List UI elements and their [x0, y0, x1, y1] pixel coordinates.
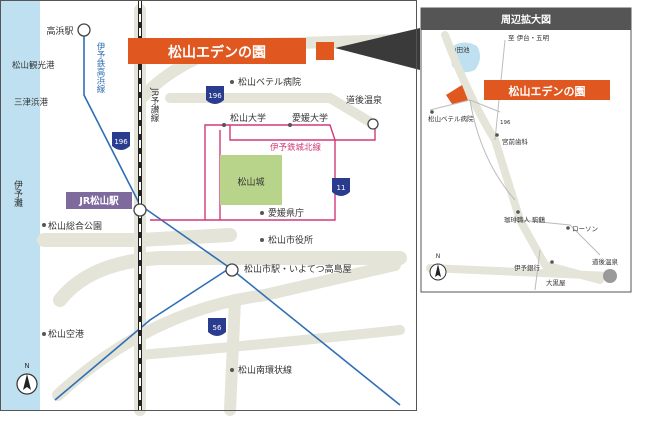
inset-brand-marker: [446, 85, 468, 104]
inset-dogo-marker: [603, 269, 617, 283]
inset-roads: [426, 31, 614, 284]
ehime-univ-label: 愛媛大学: [292, 112, 328, 124]
inset-place-dots: [430, 110, 570, 264]
kanko-port-label: 松山観光港: [12, 60, 55, 71]
bethel-hospital-label: 松山ベテル病院: [238, 76, 301, 88]
inset-brand-label: 松山エデンの園: [509, 84, 586, 98]
city-station-marker: [225, 263, 239, 277]
main-map: 松山城 196 196 11 56 高浜駅 JR松山駅 松山市駅: [0, 0, 420, 416]
inset-brand-banner: [484, 80, 610, 100]
route-shield-196-b: 196: [206, 86, 224, 104]
prefecture-office-label: 愛媛県庁: [268, 207, 304, 219]
inset-dogo-label: 道後温泉: [592, 257, 619, 266]
sogo-park-label: 松山総合公園: [48, 220, 102, 232]
inset-bethel-label: 松山ベテル病院: [428, 114, 474, 123]
dogo-station-marker: [367, 118, 379, 130]
inset-iyo-bank-label: 伊予銀行: [514, 263, 541, 272]
inset-lawson-label: ローソン: [572, 225, 598, 233]
mitsuhama-port-label: 三津浜港: [14, 97, 49, 108]
inset-coop-label: 珈琲職人 駒鶴: [504, 215, 546, 224]
iyotetsu-lines: [54, 30, 401, 406]
takahama-station-marker: [77, 23, 91, 37]
castle-area: [220, 155, 282, 205]
johoku-line-label: 伊予鉄城北線: [270, 142, 322, 153]
route-shield-56: 56: [208, 318, 226, 336]
jr-yosan-label: JR予讃線: [149, 87, 159, 122]
main-map-frame: [0, 0, 417, 411]
castle-label: 松山城: [237, 176, 264, 188]
inset-title: 周辺拡大図: [501, 13, 551, 26]
sea-label: 伊予灘: [12, 179, 23, 208]
route-11-label: 11: [337, 184, 346, 192]
inset-callout: [335, 28, 420, 70]
ring-road-label: 松山南環状線: [238, 364, 292, 376]
jr-matsuyama-label: JR松山駅: [78, 195, 119, 207]
airport-label: 松山空港: [48, 328, 84, 340]
inset-daikokuya-label: 大黒屋: [546, 278, 566, 287]
brand-name-label: 松山エデンの園: [168, 44, 266, 61]
inset-route-196-label: 196: [500, 120, 511, 126]
inset-north-arrow-icon: N: [429, 253, 447, 281]
jr-matsuyama-station-marker: [133, 203, 147, 217]
place-dots: [42, 80, 292, 372]
svg-text:N: N: [24, 362, 29, 370]
inset-map: 周辺拡大図 山田池 至 伊台・五明 松山エデンの園 松山ベテル病院: [420, 7, 632, 293]
route-56-label: 56: [213, 324, 222, 332]
inset-iyotai-label: 至 伊台・五明: [508, 33, 550, 42]
jr-matsuyama-badge: [66, 192, 132, 209]
sea-area: [0, 0, 40, 410]
route-196-b-label: 196: [208, 92, 222, 100]
inset-dental-label: 宮前歯科: [502, 137, 529, 146]
matsuyama-univ-label: 松山大学: [230, 112, 266, 124]
inset-pond-label: 山田池: [450, 45, 470, 54]
route-196-a-label: 196: [114, 138, 128, 146]
iyotetsu-takahama-label: 伊予鉄高浜線: [95, 41, 105, 93]
route-shield-11: 11: [332, 178, 350, 196]
svg-text:N: N: [436, 253, 441, 260]
city-hall-label: 松山市役所: [268, 234, 313, 246]
route-shield-196-a: 196: [112, 132, 130, 150]
brand-banner: [128, 38, 306, 64]
brand-location-marker: [316, 42, 334, 60]
inset-title-bar: [421, 8, 631, 30]
takahama-station-label: 高浜駅: [46, 25, 73, 37]
city-station-label: 松山市駅・いよてつ高島屋: [244, 263, 352, 275]
dogo-station-label: 道後温泉: [346, 94, 382, 106]
north-arrow-icon: N: [16, 362, 38, 395]
